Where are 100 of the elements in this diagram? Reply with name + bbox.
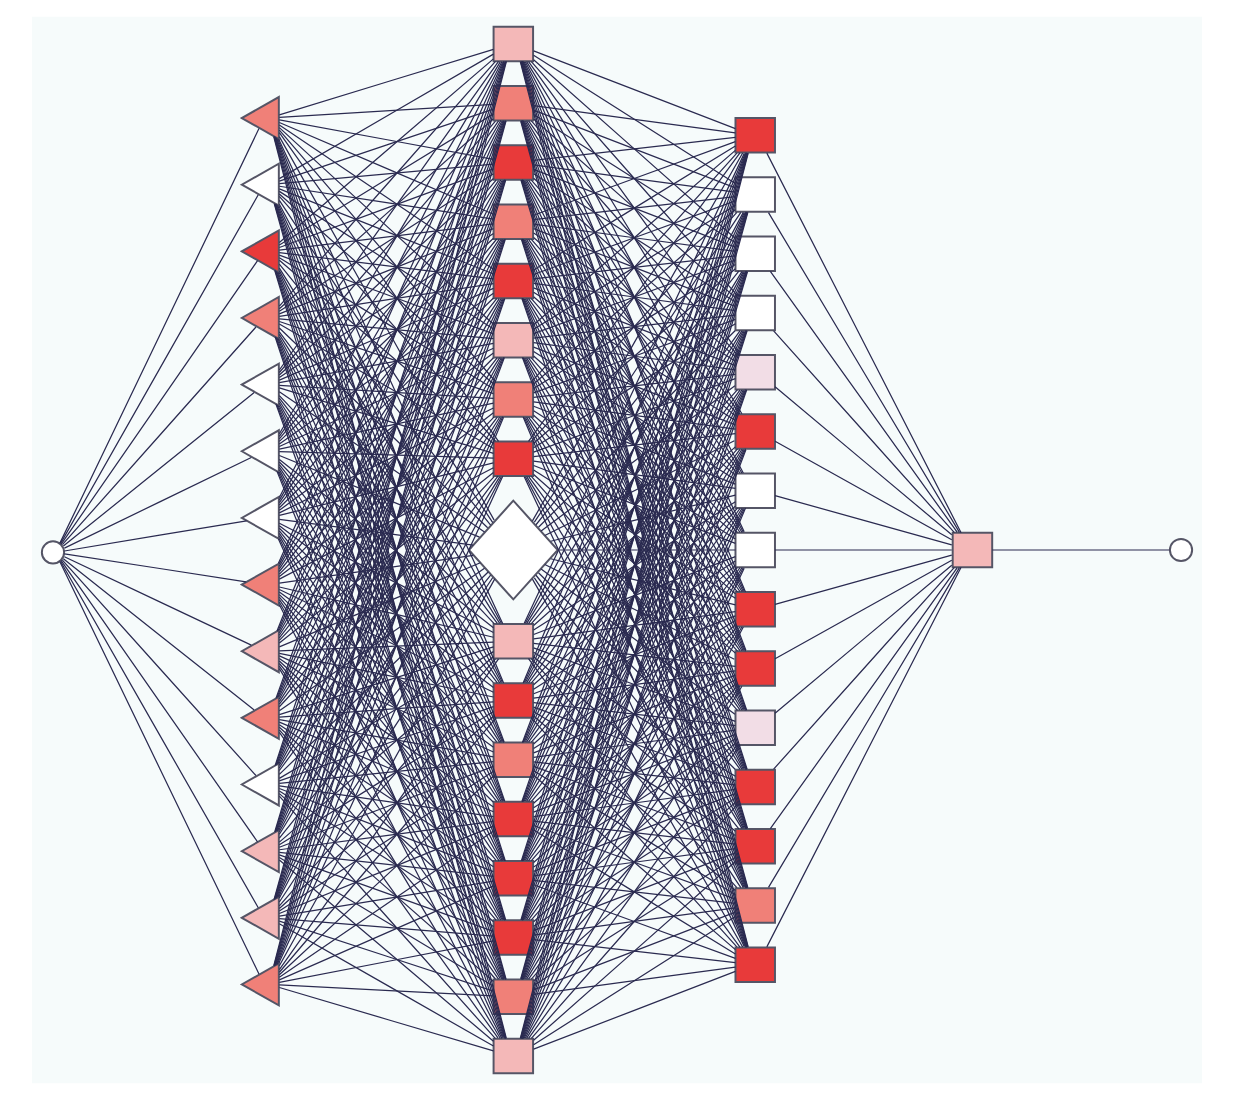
connector	[278, 124, 495, 270]
connector	[533, 323, 736, 449]
connector	[59, 560, 260, 975]
connector	[278, 113, 495, 246]
connector	[530, 120, 739, 356]
connector	[278, 462, 495, 516]
connector	[278, 387, 495, 454]
node-triangle	[239, 162, 280, 208]
connector	[533, 195, 736, 221]
connector	[278, 119, 495, 160]
connector	[525, 685, 743, 1039]
connector	[527, 448, 741, 743]
node-box	[734, 413, 776, 450]
connector	[533, 464, 736, 544]
connector	[61, 326, 257, 546]
node-box	[492, 623, 535, 660]
connector	[533, 141, 736, 216]
connector	[550, 494, 736, 542]
connector	[533, 642, 736, 668]
node-box	[492, 84, 535, 122]
connector	[278, 940, 495, 984]
node-box	[734, 294, 776, 332]
connector	[278, 232, 495, 379]
connector	[60, 194, 259, 544]
connector	[533, 177, 736, 358]
connector	[533, 860, 736, 1041]
connector	[530, 238, 739, 474]
connector	[278, 297, 495, 509]
connector	[530, 744, 739, 980]
node-box	[734, 946, 776, 983]
connector	[533, 460, 736, 490]
node-triangle	[239, 828, 280, 874]
node-triangle	[239, 961, 280, 1008]
connector	[527, 61, 741, 356]
connector	[533, 318, 736, 394]
node-triangle	[239, 695, 280, 741]
connector	[533, 797, 736, 927]
node-box	[734, 590, 776, 628]
connector	[278, 121, 495, 215]
connector	[278, 986, 495, 1052]
connector	[278, 254, 495, 335]
connector	[533, 113, 736, 244]
connector	[530, 566, 739, 802]
connector	[774, 559, 953, 660]
node-diamond	[467, 499, 560, 601]
connector	[533, 346, 736, 426]
connector	[278, 58, 495, 244]
connector	[533, 501, 736, 631]
connector	[278, 851, 495, 877]
connector	[278, 591, 495, 748]
connector	[544, 563, 735, 660]
connector	[533, 915, 736, 1046]
connector	[278, 61, 501, 435]
connector	[544, 440, 735, 537]
connector	[533, 710, 736, 837]
connector	[278, 522, 495, 634]
connector	[527, 298, 741, 593]
connector	[278, 554, 474, 584]
connector	[533, 624, 736, 804]
connector	[530, 179, 739, 415]
connector	[533, 619, 736, 750]
connector	[533, 50, 736, 130]
connector	[533, 610, 736, 640]
node-box	[734, 827, 776, 865]
connector	[533, 208, 736, 385]
connector	[557, 549, 737, 551]
connector	[530, 685, 739, 921]
connector	[533, 236, 736, 417]
connector	[527, 658, 741, 948]
connector	[278, 721, 495, 813]
connector	[278, 820, 495, 851]
connector	[533, 314, 736, 339]
connector	[278, 760, 495, 785]
connector	[533, 656, 736, 832]
connector	[278, 238, 500, 570]
connector	[533, 742, 736, 923]
connector	[533, 164, 736, 193]
connector	[278, 257, 495, 390]
connector	[59, 127, 260, 544]
node-triangle	[239, 228, 280, 274]
connector	[60, 560, 259, 909]
connector	[533, 136, 736, 162]
connector	[278, 238, 498, 506]
connector	[533, 414, 736, 595]
node-triangle	[239, 895, 280, 941]
connector	[278, 885, 495, 981]
connector	[278, 352, 495, 511]
connector	[278, 574, 492, 839]
node-triangle	[239, 95, 280, 141]
connector	[278, 795, 497, 1040]
connector	[530, 803, 739, 1039]
connector	[278, 731, 499, 1039]
connector	[278, 785, 495, 818]
connector	[278, 765, 495, 848]
connector	[60, 559, 259, 843]
node-triangle	[239, 495, 280, 541]
connector	[533, 105, 736, 134]
connector	[278, 168, 495, 249]
node-circle	[1168, 537, 1194, 563]
connector	[533, 706, 736, 782]
